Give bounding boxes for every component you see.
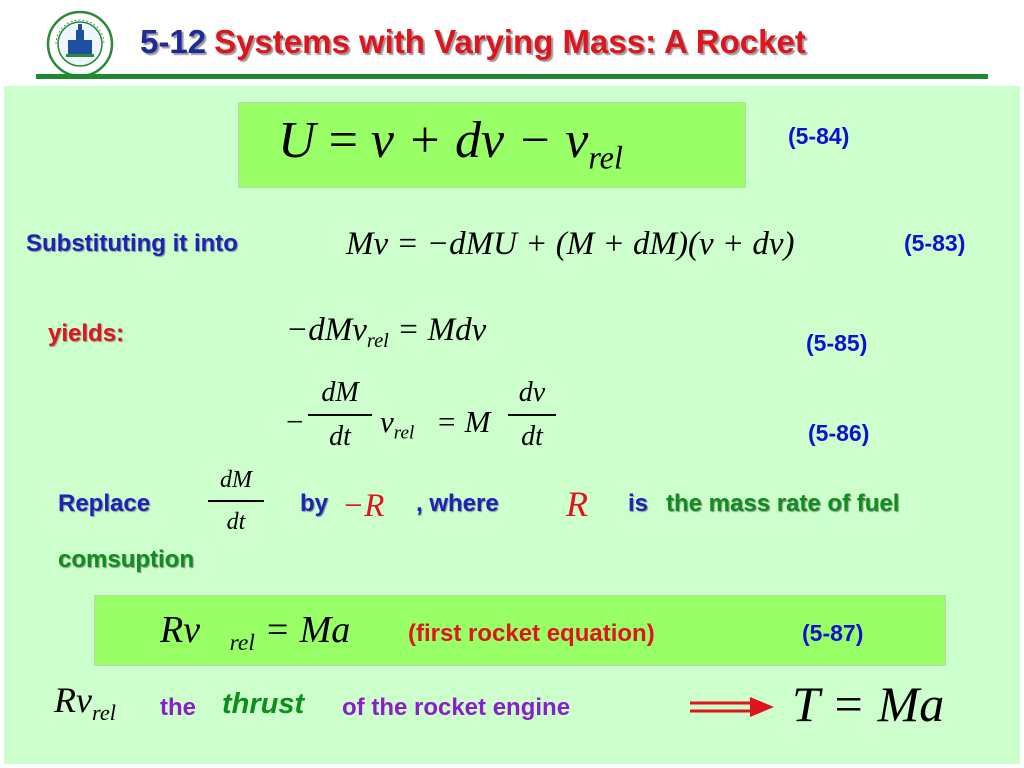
r-symbol: R: [566, 484, 588, 524]
thrust-result: T = Ma: [792, 676, 945, 732]
eq-585-number: (5-85): [806, 330, 868, 356]
fraction-bar: [308, 414, 372, 416]
section-number: 5-12: [140, 23, 207, 60]
thrust-sub: rel: [91, 699, 116, 725]
eq-583-number: (5-83): [904, 230, 966, 256]
consumption-label: comsuption: [58, 546, 194, 573]
eq-587-lhs: Rv⃗: [160, 609, 230, 651]
eq-587-rhs: = Ma: [264, 609, 351, 651]
eq-586-frac1: dM dt: [308, 378, 372, 452]
eq-586-frac2: dv dt: [508, 378, 556, 452]
eq-584-number: (5-84): [788, 123, 850, 149]
neg-r-symbol: −R: [342, 488, 385, 524]
eq-584: U = v + dv − vrel: [278, 108, 623, 174]
fraction-bar: [208, 500, 264, 502]
eq-585-rhs: = Mdv: [397, 312, 487, 348]
eq-586-frac2-top: dv: [518, 377, 546, 408]
eq-586-frac2-bot: dt: [521, 420, 543, 452]
eq-587: Rv⃗rel = Ma: [160, 604, 350, 656]
eq-585-lhs: −dMv: [286, 312, 367, 348]
replace-frac-top: dM: [220, 467, 252, 493]
eq-586-v: vrel: [380, 402, 415, 444]
thrust-lhs: Rv: [54, 680, 92, 720]
first-rocket-equation-label: (first rocket equation): [408, 620, 655, 647]
eq-584-box: [238, 102, 746, 188]
eq-583: Mv = −dMU + (M + dM)(v + dv): [346, 226, 795, 262]
eq-587-box: [94, 595, 946, 666]
replace-frac-bot: dt: [226, 508, 246, 535]
yields-label: yields:: [48, 320, 125, 347]
title-divider: [36, 74, 988, 79]
eq-586-v-symbol: v: [380, 404, 394, 439]
eq-587-sub: rel: [229, 630, 255, 657]
eq-586-frac1-top: dM: [321, 377, 359, 408]
where-label: , where: [416, 490, 499, 517]
eq-584-sub: rel: [588, 139, 623, 176]
title-text: Systems with Varying Mass: A Rocket: [214, 23, 806, 60]
eq-584-rhs: v + dv − v: [370, 112, 589, 169]
eq-587-number: (5-87): [802, 620, 864, 646]
replace-frac: dM dt: [208, 466, 264, 536]
eq-586-frac1-bot: dt: [329, 420, 351, 452]
thrust-symbol: Rvrel: [54, 676, 116, 724]
eq-585: −dMvrel = Mdv: [286, 308, 486, 352]
is-label: is: [628, 490, 649, 517]
mass-rate-label: the mass rate of fuel: [666, 490, 900, 517]
eq-585-sub: rel: [366, 330, 389, 353]
eq-586-mid: = M: [436, 404, 491, 439]
thrust-post-label: of the rocket engine: [342, 694, 571, 721]
substituting-label: Substituting it into: [26, 230, 238, 257]
eq-586-sub: rel: [393, 422, 415, 444]
arrow-right-icon: [690, 697, 774, 717]
fraction-bar: [508, 414, 556, 416]
replace-label: Replace: [58, 490, 151, 517]
eq-586-minus: −: [284, 404, 305, 439]
eq-584-lhs: U: [278, 112, 316, 169]
university-logo: [46, 10, 114, 78]
by-label: by: [300, 490, 329, 517]
thrust-pre-label: the: [160, 694, 196, 721]
eq-586-number: (5-86): [808, 420, 870, 446]
thrust-word: thrust: [222, 688, 305, 720]
eq-584-equals: =: [328, 112, 358, 169]
